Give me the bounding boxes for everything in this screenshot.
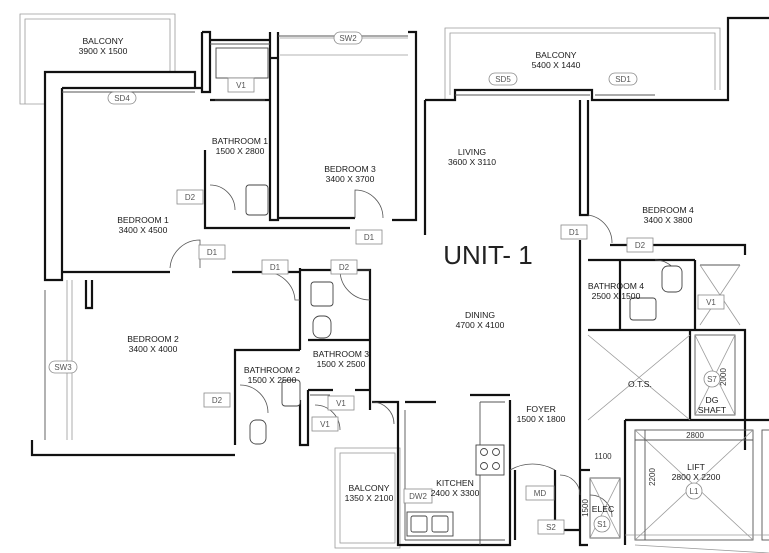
room-size: 3400 X 4000 (129, 344, 178, 354)
room-name: LIFT (687, 462, 705, 472)
tag-d2: D2 (212, 396, 223, 405)
tag-sw3: SW3 (54, 363, 72, 372)
tag-d1: D1 (207, 248, 218, 257)
tag-s2: S2 (546, 523, 556, 532)
tag-d2: D2 (635, 241, 646, 250)
tag-d1: D1 (569, 228, 580, 237)
space-labels: O.T.S. DG SHAFT ELEC (592, 379, 727, 514)
tag-d2: D2 (339, 263, 350, 272)
room-size: 3400 X 4500 (119, 225, 168, 235)
tag-v1: V1 (236, 81, 246, 90)
tag-v1: V1 (336, 399, 346, 408)
dg-shaft-label: DG (706, 395, 719, 405)
tag-md: MD (534, 489, 547, 498)
room-size: 1350 X 2100 (345, 493, 394, 503)
room-size: 1500 X 2500 (317, 359, 366, 369)
room-name: BALCONY (348, 483, 389, 493)
room-size: 1500 X 2800 (216, 146, 265, 156)
shaft-height-dim: 2000 (719, 368, 728, 386)
room-name: BATHROOM 1 (212, 136, 268, 146)
room-size: 4700 X 4100 (456, 320, 505, 330)
symbol-s7: S7 (707, 375, 717, 384)
room-name: BEDROOM 3 (324, 164, 376, 174)
tag-dw2: DW2 (409, 492, 427, 501)
ots-label: O.T.S. (628, 379, 652, 389)
room-name: KITCHEN (436, 478, 474, 488)
tag-texts: SW2 SD4 V1 SD5 SD1 D2 D1 D1 D1 D1 D2 D2 … (54, 34, 716, 532)
room-size: 1500 X 2500 (248, 375, 297, 385)
dg-shaft-label: SHAFT (698, 405, 727, 415)
tag-shapes (48, 31, 725, 535)
elec-label: ELEC (592, 504, 614, 514)
tag-sd5: SD5 (495, 75, 511, 84)
room-name: BEDROOM 4 (642, 205, 694, 215)
foyer-width-dim: 1100 (594, 452, 612, 461)
room-name: DINING (465, 310, 495, 320)
tag-v1: V1 (706, 298, 716, 307)
symbol-s1: S1 (597, 520, 607, 529)
room-labels: BALCONY 3900 X 1500 BALCONY 5400 X 1440 … (79, 36, 721, 503)
room-size: 3900 X 1500 (79, 46, 128, 56)
lift-width-dim: 2800 (686, 431, 704, 440)
room-name: LIVING (458, 147, 486, 157)
windows (44, 35, 740, 545)
unit-title: UNIT- 1 (443, 240, 533, 270)
room-name: BEDROOM 2 (127, 334, 179, 344)
dimension-texts: 2800 2200 2000 1100 1500 (581, 368, 728, 517)
room-size: 2800 X 2200 (672, 472, 721, 482)
symbol-l1: L1 (690, 487, 699, 496)
tag-v1: V1 (320, 420, 330, 429)
room-size: 2500 X 1500 (592, 291, 641, 301)
lift-height-dim: 2200 (648, 468, 657, 486)
room-size: 5400 X 1440 (532, 60, 581, 70)
room-name: BATHROOM 3 (313, 349, 369, 359)
tag-sd1: SD1 (615, 75, 631, 84)
walls (30, 16, 769, 547)
tag-d1: D1 (270, 263, 281, 272)
room-name: FOYER (526, 404, 556, 414)
room-size: 3600 X 3110 (448, 157, 496, 167)
fixtures (215, 47, 683, 537)
room-name: BALCONY (82, 36, 123, 46)
tag-d1: D1 (364, 233, 375, 242)
tag-sd4: SD4 (114, 94, 130, 103)
room-size: 3400 X 3700 (326, 174, 375, 184)
room-name: BEDROOM 1 (117, 215, 169, 225)
room-size: 1500 X 1800 (517, 414, 566, 424)
room-name: BALCONY (535, 50, 576, 60)
elec-height-dim: 1500 (581, 499, 590, 517)
room-name: BATHROOM 4 (588, 281, 644, 291)
balcony-outlines (19, 13, 721, 549)
service-zones (587, 264, 769, 553)
room-size: 3400 X 3800 (644, 215, 693, 225)
symbol-texts: S7 L1 S1 (597, 375, 717, 529)
room-name: BATHROOM 2 (244, 365, 300, 375)
tag-d2: D2 (185, 193, 196, 202)
room-size: 2400 X 3300 (431, 488, 480, 498)
tag-sw2: SW2 (339, 34, 357, 43)
